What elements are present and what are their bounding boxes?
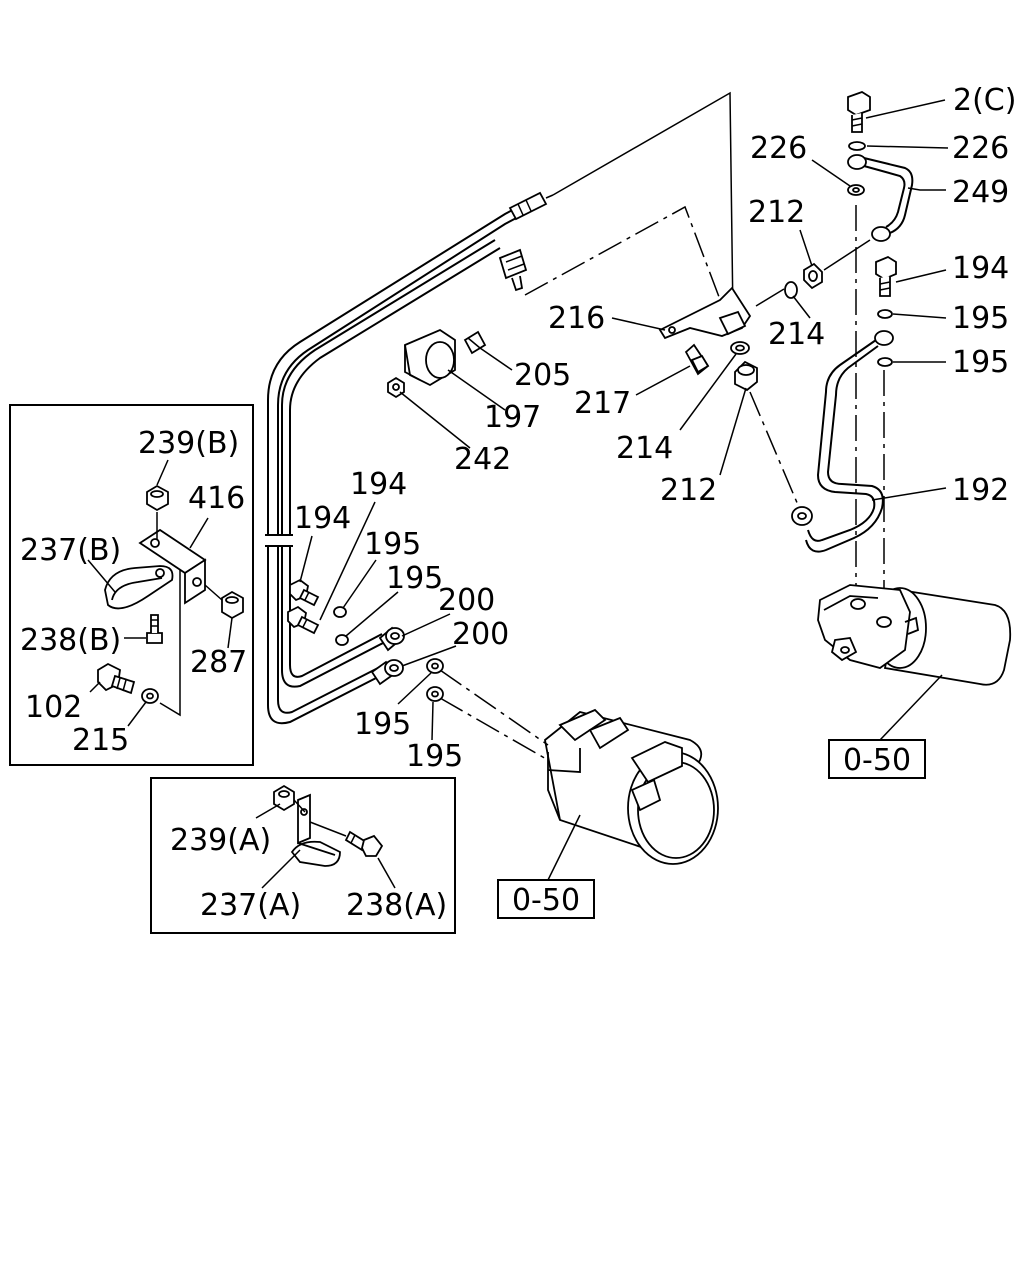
callout-217: 217: [574, 386, 631, 421]
callout-237b: 237(B): [20, 533, 121, 568]
leader-ref-right: [879, 674, 943, 741]
ref-box-right: [828, 739, 926, 779]
ref-label-left: 0-50: [512, 883, 580, 918]
washer-195-mid-b: [426, 686, 444, 702]
washer-214-upper: [784, 281, 798, 299]
leader-a-box-2: [309, 821, 347, 837]
callout-leaders: [87, 99, 949, 889]
nut-212-upper: [803, 262, 823, 290]
bracket-216: [658, 286, 752, 340]
callout-197: 197: [484, 400, 541, 435]
hose-fitting-upper-2: [498, 248, 528, 292]
callout-287: 287: [190, 645, 247, 680]
leader-nut-pipe: [823, 239, 871, 271]
washer-226-upper: [848, 141, 866, 151]
leader-b-box-2: [159, 570, 181, 717]
pipe-192: [791, 330, 894, 553]
hose-fitting-upper-1: [508, 191, 554, 221]
pressure-switch-icon: [403, 328, 487, 387]
callout-200-upper: 200: [438, 583, 495, 618]
main-hoses: [265, 204, 523, 725]
bolt-194-left-b: [287, 605, 320, 635]
callout-2c: 2(C): [953, 83, 1016, 118]
callout-195-mid-b: 195: [406, 739, 463, 774]
callout-195-mid-a: 195: [354, 707, 411, 742]
bracket-237a: [290, 793, 341, 867]
ref-box-left: [497, 879, 595, 919]
hose-fitting-200-upper: [378, 626, 405, 652]
leader-a-box: [293, 799, 306, 813]
leader-dash-right-3: [749, 391, 799, 506]
callout-215: 215: [72, 723, 129, 758]
hose-fitting-200-lower: [370, 659, 404, 686]
pipe-249: [847, 154, 914, 242]
washer-214-lower: [730, 341, 750, 355]
callout-194-left-a: 194: [294, 501, 351, 536]
callout-239a: 239(A): [170, 823, 271, 858]
callout-238a: 238(A): [346, 888, 447, 923]
washer-195-left-b: [335, 634, 349, 646]
leader-dash-upper: [524, 205, 728, 319]
callout-212-upper: 212: [748, 195, 805, 230]
leader-upper: [552, 91, 734, 319]
bolt-194-right: [875, 255, 897, 297]
callout-226-left: 226: [750, 131, 807, 166]
washer-195-mid-a: [426, 658, 444, 674]
nut-239a: [273, 784, 295, 812]
callout-239b: 239(B): [138, 426, 239, 461]
washer-215: [141, 688, 159, 704]
washer-195-upper-right: [877, 309, 893, 319]
callout-195-left-a: 195: [364, 527, 421, 562]
leader-dash-comp-1: [439, 669, 549, 746]
ref-label-right: 0-50: [843, 743, 911, 778]
nut-287: [221, 590, 244, 620]
washer-195-lower-right: [877, 357, 893, 367]
detail-box-a: [150, 777, 456, 934]
callout-214-upper: 214: [768, 317, 825, 352]
callout-216: 216: [548, 301, 605, 336]
callout-212-lower: 212: [660, 473, 717, 508]
callout-226-right: 226: [952, 131, 1009, 166]
washer-226-lower: [847, 184, 865, 196]
nut-212-lower: [734, 360, 758, 392]
callout-195-right-upper: 195: [952, 301, 1009, 336]
callout-195-right-lower: 195: [952, 345, 1009, 380]
callout-237a: 237(A): [200, 888, 301, 923]
callout-192: 192: [952, 473, 1009, 508]
bolt-194-left-a: [289, 578, 320, 607]
ac-compressor-icon: [544, 708, 719, 865]
bracket-416: [138, 528, 207, 605]
leader-b-box-3: [204, 584, 223, 601]
bolt-2c: [847, 91, 871, 133]
callout-214-lower: 214: [616, 431, 673, 466]
hose-clamp-icon: [104, 565, 174, 610]
leader-ref-left: [547, 814, 581, 881]
callout-200-lower: 200: [452, 617, 509, 652]
callout-102: 102: [25, 690, 82, 725]
detail-box-b: [9, 404, 254, 766]
bolt-102: [97, 662, 136, 695]
leader-dash-comp-2: [439, 697, 549, 761]
callout-194-right: 194: [952, 251, 1009, 286]
receiver-drier-icon: [817, 584, 1012, 686]
callout-416: 416: [188, 481, 245, 516]
washer-195-left-a: [333, 606, 347, 618]
callout-194-left-b: 194: [350, 467, 407, 502]
callout-249: 249: [952, 175, 1009, 210]
callout-195-left-b: 195: [386, 561, 443, 596]
callout-242: 242: [454, 442, 511, 477]
bolt-238a: [344, 830, 384, 857]
nut-239b: [146, 484, 169, 512]
leader-bracket-nut: [755, 288, 785, 307]
callout-205: 205: [514, 358, 571, 393]
bolt-217: [684, 343, 710, 376]
bolt-238b: [146, 614, 163, 644]
callout-238b: 238(B): [20, 623, 121, 658]
